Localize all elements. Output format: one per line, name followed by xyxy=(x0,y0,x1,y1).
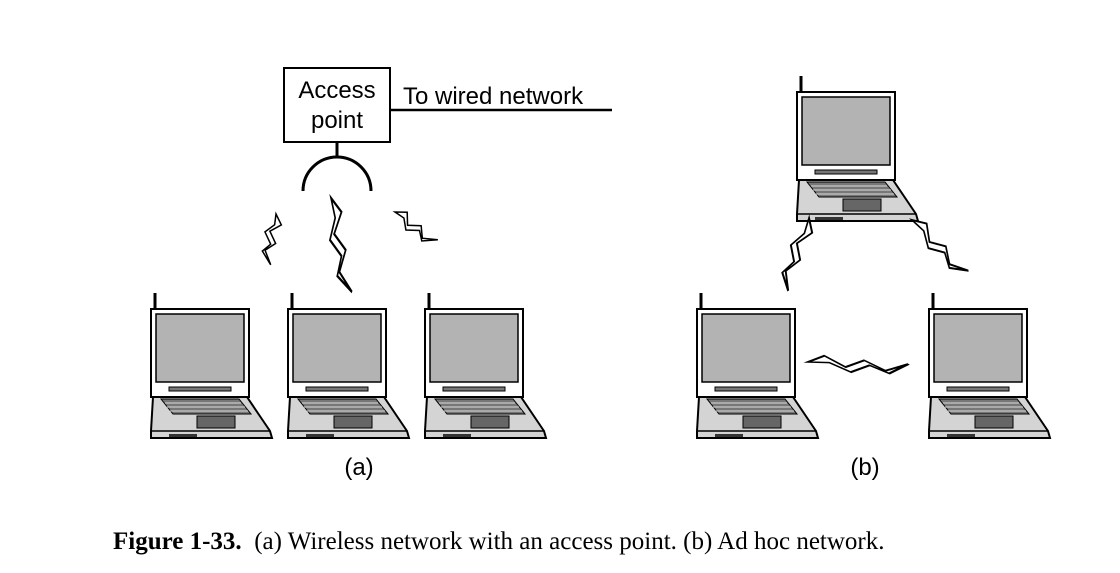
wireless-signal-bolt-center xyxy=(328,196,354,294)
wired-connection: To wired network xyxy=(390,83,612,112)
wireless-signal-bolt-left xyxy=(251,212,295,266)
access-point-label-line2: point xyxy=(311,107,363,134)
wired-network-label: To wired network xyxy=(403,83,584,110)
figure-caption-text: (a) Wireless network with an access poin… xyxy=(254,528,885,555)
panel-a-label: (a) xyxy=(344,454,373,481)
access-point: Access point xyxy=(283,67,391,192)
panel-b-label: (b) xyxy=(850,454,879,481)
antenna-dome-icon xyxy=(301,155,373,192)
laptop-b-top-icon xyxy=(795,74,920,223)
figure-caption: Figure 1-33. (a) Wireless network with a… xyxy=(113,528,885,556)
laptop-b-left-icon xyxy=(695,291,820,440)
laptop-a1-icon xyxy=(149,291,274,440)
laptop-a2-icon xyxy=(286,291,411,440)
access-point-box xyxy=(283,67,391,143)
adhoc-signal-bolt-left xyxy=(768,216,828,292)
laptop-a3-icon xyxy=(423,291,548,440)
adhoc-signal-bolt-bottom xyxy=(806,341,911,385)
wireless-signal-bolt-right xyxy=(393,200,439,253)
adhoc-signal-bolt-right xyxy=(910,207,970,284)
access-point-label-line1: Access xyxy=(298,77,375,104)
laptop-b-right-icon xyxy=(927,291,1052,440)
figure-number: Figure 1-33. xyxy=(113,528,242,555)
